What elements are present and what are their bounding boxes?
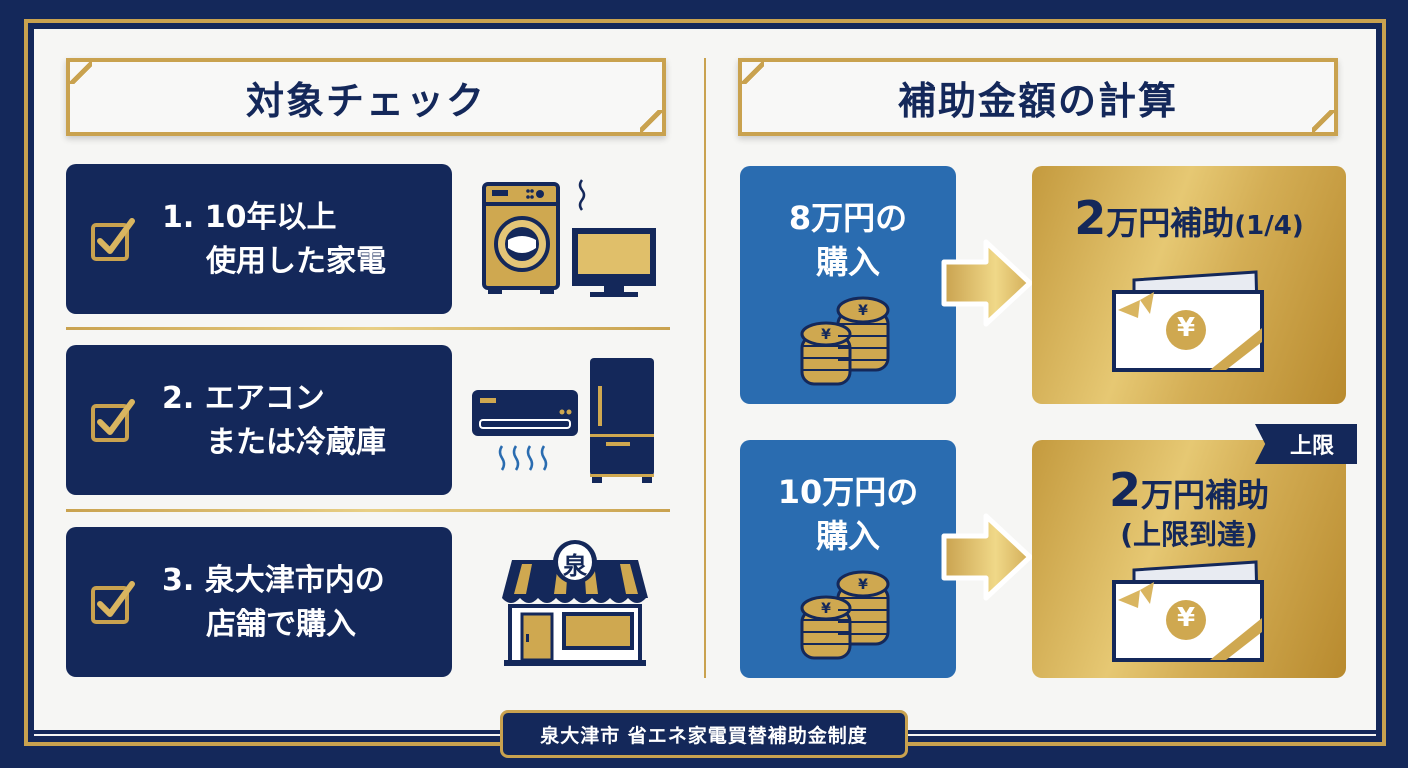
check-item-line1: 泉大津市内の — [204, 563, 385, 598]
subsidy-calc-title: 補助金額の計算 — [897, 78, 1178, 123]
footer-title-plate: 泉大津市 省エネ家電買替補助金制度 — [500, 710, 908, 758]
checkbox-checked-icon — [91, 218, 135, 261]
right-arrow-icon — [941, 239, 1033, 327]
center-divider — [704, 58, 706, 678]
checkbox-checked-icon — [91, 399, 135, 442]
coin-yen-symbol: ¥ — [821, 601, 831, 617]
result-card-1: 2万円補助(1/4) ¥ — [1032, 166, 1346, 404]
check-item-line2: または冷蔵庫 — [206, 425, 386, 460]
coin-yen-symbol: ¥ — [858, 577, 868, 593]
check-item-line2: 店舗で購入 — [206, 607, 356, 642]
subsidy-amount-text: 万円補助 — [1106, 204, 1235, 242]
cap-badge: 上限 — [1255, 424, 1357, 464]
header-corner-ornament — [1312, 110, 1334, 132]
yen-coins-icon: ¥ ¥ — [800, 570, 890, 660]
item-divider — [66, 509, 670, 512]
subsidy-ratio-note: (1/4) — [1234, 211, 1304, 241]
voucher-envelope-icon — [1112, 560, 1264, 662]
store-icon: 泉 — [500, 540, 650, 670]
check-item-number: 1. — [162, 200, 195, 235]
header-corner-ornament — [640, 110, 662, 132]
check-item-number: 3. — [162, 563, 195, 598]
check-item-2: 2. エアコン または冷蔵庫 — [66, 345, 452, 495]
check-item-3: 3. 泉大津市内の 店舗で購入 — [66, 527, 452, 677]
cap-reached-note: (上限到達) — [1120, 518, 1258, 551]
item-divider — [66, 327, 670, 330]
washing-machine-and-tv-icon — [482, 179, 656, 297]
purchase-label-text: 購入 — [815, 243, 880, 281]
eligibility-check-title: 対象チェック — [245, 78, 486, 123]
checkbox-checked-icon — [91, 581, 135, 624]
result-card-2: 2万円補助 (上限到達) ¥ — [1032, 440, 1346, 678]
footer-title: 泉大津市 省エネ家電買替補助金制度 — [540, 724, 868, 747]
purchase-label-text: 購入 — [815, 517, 880, 555]
check-item-line1: 10年以上 — [204, 200, 337, 235]
subsidy-amount-number: 2 — [1074, 191, 1107, 245]
store-building-icon — [502, 540, 648, 666]
header-corner-ornament — [742, 62, 764, 84]
voucher-yen-symbol: ¥ — [1176, 313, 1196, 343]
voucher-envelope-icon — [1112, 270, 1264, 372]
coin-yen-symbol: ¥ — [821, 327, 831, 343]
coin-yen-symbol: ¥ — [858, 303, 868, 319]
purchase-card-2: 10万円の 購入 ¥ ¥ — [740, 440, 956, 678]
gift-voucher-icon: ¥ — [1110, 560, 1266, 668]
yen-coins-icon: ¥ ¥ — [800, 296, 890, 386]
subsidy-amount-text: 万円補助 — [1141, 476, 1270, 514]
purchase-amount-text: 8万円の — [788, 199, 908, 237]
store-sign-text: 泉 — [563, 552, 587, 580]
air-conditioner-and-refrigerator-icon — [472, 358, 654, 483]
header-corner-ornament — [70, 62, 92, 84]
gift-voucher-icon: ¥ — [1110, 270, 1266, 378]
purchase-amount-text: 10万円の — [777, 473, 919, 511]
check-item-line1: エアコン — [204, 381, 325, 416]
subsidy-amount-number: 2 — [1108, 463, 1141, 517]
check-item-1: 1. 10年以上 使用した家電 — [66, 164, 452, 314]
voucher-yen-symbol: ¥ — [1176, 603, 1196, 633]
purchase-card-1: 8万円の 購入 ¥ ¥ — [740, 166, 956, 404]
check-item-line2: 使用した家電 — [206, 244, 386, 279]
check-item-number: 2. — [162, 381, 195, 416]
eligibility-check-header: 対象チェック — [66, 58, 666, 136]
subsidy-calc-header: 補助金額の計算 — [738, 58, 1338, 136]
right-arrow-icon — [941, 513, 1033, 601]
